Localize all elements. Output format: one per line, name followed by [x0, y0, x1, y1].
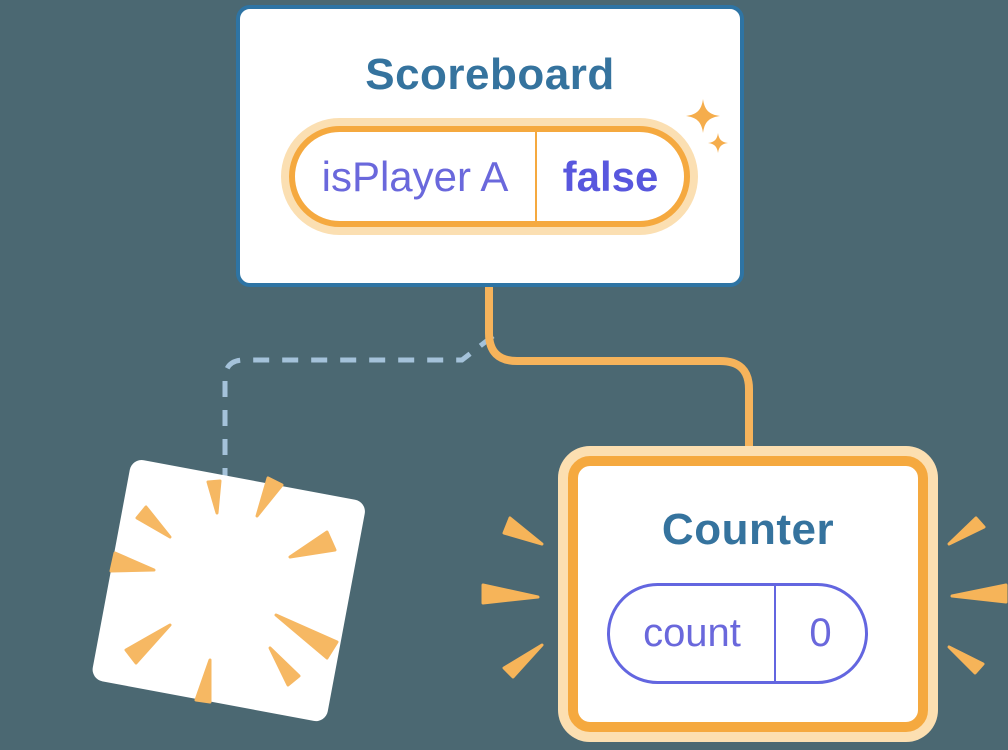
state-name: count — [643, 611, 741, 655]
pill-divider — [774, 586, 776, 681]
scoreboard-title: Scoreboard — [365, 50, 615, 99]
connector-kept-solid — [485, 281, 753, 464]
emphasis-marks-right — [947, 516, 1008, 675]
pill-divider — [535, 132, 537, 221]
counter-title: Counter — [661, 505, 835, 554]
scoreboard-component-card: Scoreboard isPlayer A false — [236, 5, 744, 287]
connector-removed-dashed — [222, 334, 495, 478]
destroyed-card — [90, 458, 367, 724]
state-name: isPlayer A — [321, 152, 509, 200]
emphasis-marks-left — [481, 516, 544, 679]
state-value: 0 — [809, 611, 832, 655]
counter-component-card: Counter count 0 — [568, 456, 928, 732]
scoreboard-state-pill: isPlayer A false — [289, 126, 690, 227]
counter-state-pill: count 0 — [607, 583, 868, 684]
state-value: false — [562, 152, 659, 200]
